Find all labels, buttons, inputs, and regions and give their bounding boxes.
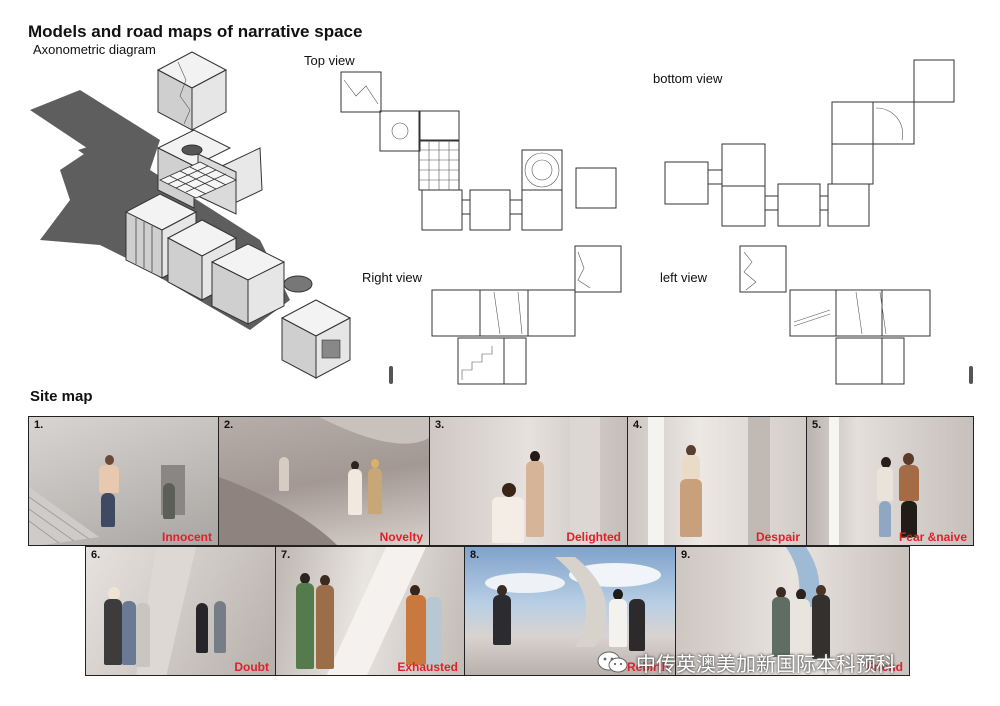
scene-number: 8. (470, 549, 480, 561)
scene-caption: Novelty (379, 530, 423, 544)
axonometric-label: Axonometric diagram (33, 42, 156, 57)
wechat-icon (597, 651, 628, 673)
left-view-elevation (739, 245, 931, 385)
scene-7: 7. Exhausted (275, 546, 465, 676)
left-view-label: left view (660, 270, 707, 285)
scene-number: 5. (812, 419, 822, 431)
scene-4: 4. Despair (627, 416, 807, 546)
scene-number: 3. (435, 419, 445, 431)
scene-caption: Rebirth (627, 660, 669, 674)
scene-caption: Doubt (234, 660, 269, 674)
watermark: 中传英澳美加新国际本科预科 (596, 648, 896, 676)
scale-figure (969, 366, 973, 384)
scene-caption: Innocent (162, 530, 212, 544)
scene-number: 6. (91, 549, 101, 561)
cube-6 (210, 243, 313, 325)
cube-top (156, 51, 228, 131)
scene-number: 9. (681, 549, 691, 561)
bottom-view-label: bottom view (653, 71, 723, 86)
axonometric-diagram (30, 51, 352, 379)
scene-1: 1. Innocent (28, 416, 219, 546)
scene-number: 2. (224, 419, 234, 431)
top-view-plan (340, 71, 617, 231)
scene-caption: Exhausted (397, 660, 458, 674)
right-view-label: Right view (362, 270, 422, 285)
bottom-view-plan (664, 59, 955, 227)
scene-caption: Delighted (566, 530, 621, 544)
scene-6: 6. Doubt (85, 546, 276, 676)
scene-number: 4. (633, 419, 643, 431)
right-view-elevation (431, 245, 622, 385)
top-view-label: Top view (304, 53, 355, 68)
scene-caption: Friend (866, 660, 903, 674)
scene-5: 5. Fear &naive (806, 416, 974, 546)
scene-number: 7. (281, 549, 291, 561)
scene-3: 3. Delighted (429, 416, 628, 546)
site-map-label: Site map (30, 388, 93, 405)
page-title: Models and road maps of narrative space (28, 22, 363, 41)
cube-7 (280, 299, 352, 379)
scene-caption: Despair (755, 530, 800, 544)
scene-caption: Fear &naive (898, 530, 967, 544)
scene-8: 8. Rebirth (464, 546, 676, 676)
scale-figure (389, 366, 393, 384)
watermark-text: 中传英澳美加新国际本科预科 (636, 653, 896, 676)
scene-9: 9. Friend (675, 546, 910, 676)
grid-floor (159, 161, 237, 199)
scene-2: 2. Novelty (218, 416, 430, 546)
scene-number: 1. (34, 419, 44, 431)
